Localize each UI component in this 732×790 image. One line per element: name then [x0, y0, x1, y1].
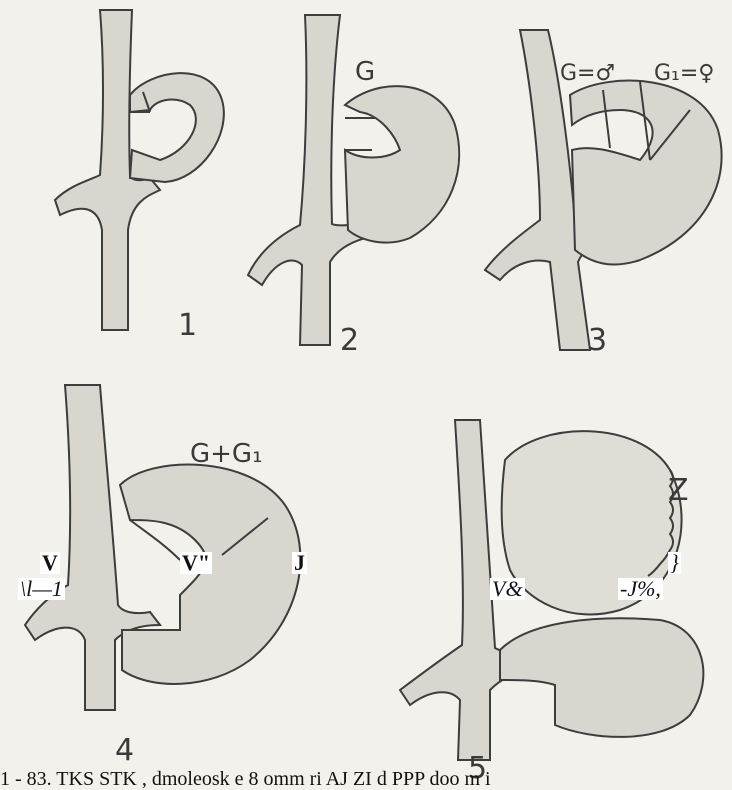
panel-1-loop	[130, 73, 224, 182]
panel-5-yolk	[500, 618, 703, 737]
panel-1-number: 1	[178, 308, 197, 343]
overlay-v-amp: V&	[490, 578, 525, 600]
panel-3-label-right: G₁=♀	[654, 61, 714, 86]
panel-1: 1	[55, 10, 224, 343]
overlay-frag-left: \l—1	[18, 578, 65, 600]
overlay-j: J	[292, 552, 307, 574]
panel-2: G 2	[248, 15, 459, 358]
panel-5-label: Z	[668, 473, 689, 508]
panel-3-loop	[570, 81, 722, 265]
panel-4: G+G₁ 4	[25, 385, 300, 768]
panel-4-label: G+G₁	[190, 439, 263, 469]
figure-caption: 1 - 83. TKS STK , dmoleosk e 8 omm ri AJ…	[0, 768, 732, 790]
panel-4-number: 4	[115, 733, 134, 768]
panel-4-loop	[120, 465, 300, 684]
overlay-v: V	[40, 552, 60, 574]
overlay-brace: }	[668, 552, 681, 574]
panel-3-number: 3	[588, 323, 607, 358]
panel-2-number: 2	[340, 323, 359, 358]
panel-3-label-left: G=♂	[560, 61, 615, 86]
panel-5: Z 5	[400, 420, 703, 786]
overlay-j-pct: -J%,	[618, 578, 663, 600]
overlay-v-double: V"	[180, 552, 212, 574]
panel-2-label: G	[355, 57, 375, 87]
panel-3: G=♂ G₁=♀ 3	[485, 30, 722, 358]
panel-2-loop	[345, 86, 459, 243]
